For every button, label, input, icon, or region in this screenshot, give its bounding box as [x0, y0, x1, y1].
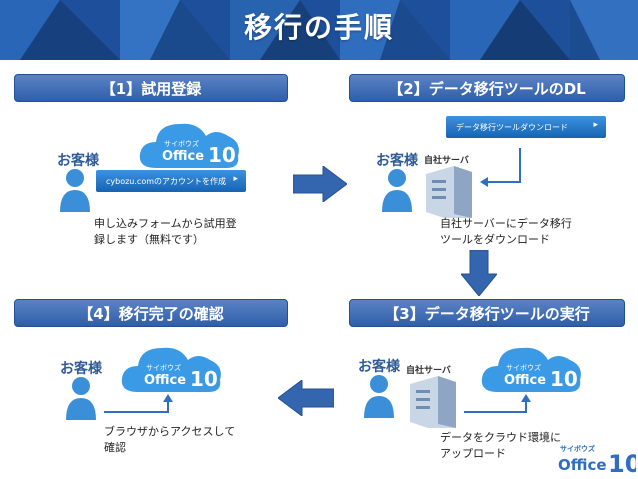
page-title: 移行の手順 [243, 11, 394, 44]
logo-version-text-3: 10 [550, 367, 578, 391]
office10-logo-corner: サイボウズ Office 10 [558, 444, 636, 476]
header-banner: 移行の手順 [0, 0, 638, 60]
corner-logo-version: 10 [608, 450, 636, 476]
step-4-desc-line1: ブラウザからアクセスして [104, 425, 236, 438]
step-3-description: データをクラウド環境に アップロード [440, 430, 561, 462]
server-label-3: 自社サーバ [406, 366, 451, 376]
customer-label-3: お客様 [358, 359, 400, 375]
step-2-desc-line2: ツールをダウンロード [440, 233, 550, 246]
create-account-button-label: cybozu.comのアカウントを作成 [106, 176, 227, 186]
step-4-desc-line2: 確認 [104, 441, 126, 454]
step-3-label: 【3】データ移行ツールの実行 [349, 299, 625, 327]
customer-icon-4 [66, 377, 96, 420]
step-4-label: 【4】移行完了の確認 [14, 299, 288, 327]
chevron-right-icon: ▸ [593, 120, 598, 130]
step-2-description: 自社サーバーにデータ移行 ツールをダウンロード [440, 216, 572, 248]
logo-product-text-4: Office [144, 373, 186, 388]
step-3-desc-line2: アップロード [440, 447, 506, 460]
step-1-label: 【1】試用登録 [14, 74, 288, 102]
logo-brand-text-4: サイボウズ [146, 363, 181, 372]
step-2-desc-line1: 自社サーバーにデータ移行 [440, 217, 572, 230]
server-icon-3 [410, 376, 456, 428]
logo-version-text-1: 10 [208, 143, 236, 167]
download-tool-button[interactable]: データ移行ツールダウンロード ▸ [446, 116, 606, 138]
chevron-right-icon: ▸ [233, 174, 238, 184]
customer-icon-3 [364, 375, 394, 418]
upload-connector [464, 394, 531, 413]
access-connector [104, 394, 173, 413]
header-pattern [0, 0, 638, 60]
server-label-2: 自社サーバ [424, 156, 469, 166]
step-1-description: 申し込みフォームから試用登 録します（無料です） [94, 216, 237, 248]
step-1-desc-line2: 録します（無料です） [94, 233, 204, 246]
step-2-label: 【2】データ移行ツールのDL [349, 74, 625, 102]
logo-brand-text-3: サイボウズ [506, 363, 541, 372]
arrow-left-icon [278, 380, 334, 416]
logo-version-text-4: 10 [190, 367, 218, 391]
download-tool-button-label: データ移行ツールダウンロード [456, 122, 568, 132]
customer-label-1: お客様 [57, 153, 99, 169]
server-icon-2 [426, 166, 472, 218]
logo-brand-text-1: サイボウズ [164, 139, 199, 148]
arrow-right-icon [293, 166, 347, 202]
arrow-down-icon [461, 250, 497, 296]
customer-label-4: お客様 [60, 361, 102, 377]
customer-icon-2 [382, 169, 412, 212]
logo-product-text-3: Office [504, 373, 546, 388]
step-1-desc-line1: 申し込みフォームから試用登 [94, 217, 237, 230]
office10-cloud-icon-4: サイボウズ Office 10 [121, 347, 221, 392]
office10-cloud-icon-1: サイボウズ Office 10 [139, 123, 239, 168]
step-3-desc-line1: データをクラウド環境に [440, 431, 561, 444]
logo-product-text-1: Office [162, 149, 204, 164]
corner-logo-product: Office [558, 456, 607, 474]
download-connector [480, 148, 521, 187]
customer-label-2: お客様 [376, 153, 418, 169]
create-account-button[interactable]: cybozu.comのアカウントを作成 ▸ [96, 170, 246, 192]
step-4-description: ブラウザからアクセスして 確認 [104, 424, 235, 456]
corner-logo-brand: サイボウズ [560, 444, 595, 453]
customer-icon-1 [60, 169, 90, 212]
office10-cloud-icon-3: サイボウズ Office 10 [481, 347, 581, 392]
